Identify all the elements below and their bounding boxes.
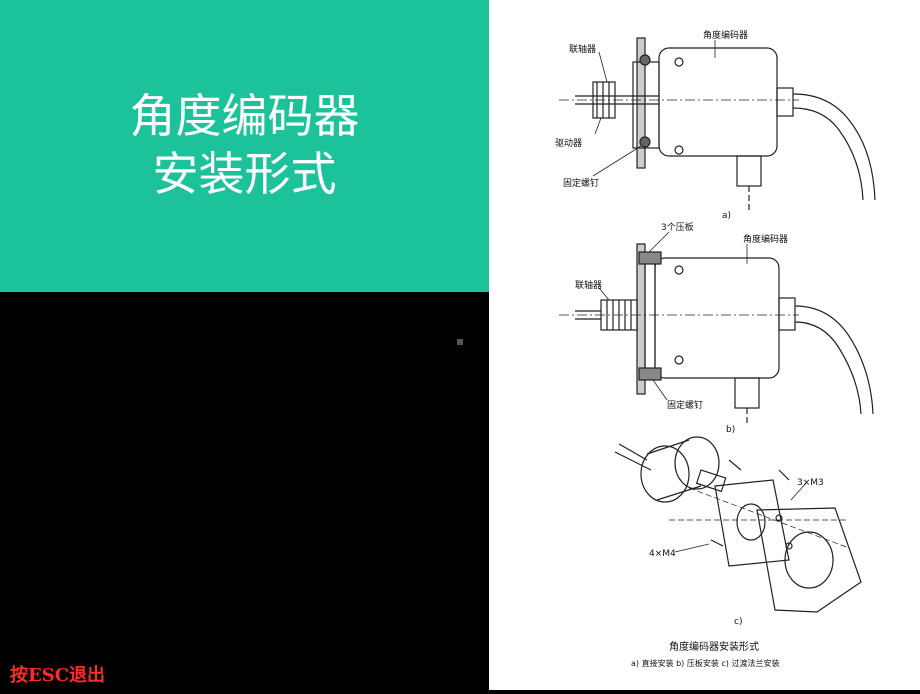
encoder-installation-figure: 角度编码器 联轴器 驱动器 固定螺钉 a) 3个压板 角度编码器 联轴器 固定螺… [555,29,876,668]
label-b-coupling: 联轴器 [575,279,602,291]
label-a-coupling: 联轴器 [569,43,596,55]
clamp-plate-top [638,251,662,265]
cable-gland-a [776,87,794,117]
figure-caption-sub: a) 直接安装 b) 压板安装 c) 过渡法兰安装 [631,658,779,668]
label-b-screw: 固定螺钉 [667,399,703,411]
label-a-screw: 固定螺钉 [563,177,599,189]
cable-b [794,305,874,415]
label-c-m3: 3×M3 [797,478,824,488]
encoder-body-b [654,257,780,379]
label-a-driver: 驱动器 [555,138,582,149]
caption-b: b) [726,425,735,435]
adapter-plate [714,479,790,567]
label-b-encoder: 角度编码器 [743,233,788,245]
cable-gland-b [778,297,796,331]
flange-b [644,261,656,375]
clamp-plate-bottom [638,367,662,381]
figure-b-drawing [559,231,874,426]
figure-c-drawing [614,436,862,613]
bullet-dot [457,339,463,345]
title-panel: 角度编码器 安装形式 [0,0,489,292]
figure-caption-title: 角度编码器安装形式 [669,640,759,653]
mounting-wall-a [636,37,646,169]
connector-b [734,377,760,409]
cable-c [618,443,648,461]
slide-title-line2: 安装形式 [152,147,337,201]
caption-c: c) [734,617,742,627]
encoder-cylinder-c [640,445,690,503]
label-a-encoder: 角度编码器 [703,29,748,41]
slide-title-line1: 角度编码器 [129,89,360,143]
esc-exit-hint[interactable]: 按ESC退出 [10,665,106,686]
encoder-body-a [658,47,778,157]
figure-panel: 角度编码器 联轴器 驱动器 固定螺钉 a) 3个压板 角度编码器 联轴器 固定螺… [489,0,920,690]
caption-a: a) [722,211,731,221]
label-c-m4: 4×M4 [649,549,676,559]
figure-a-drawing [559,37,876,210]
connector-a [736,155,762,187]
label-b-plates: 3个压板 [661,221,694,233]
mounting-bracket [756,507,862,613]
cable-a [792,93,876,201]
